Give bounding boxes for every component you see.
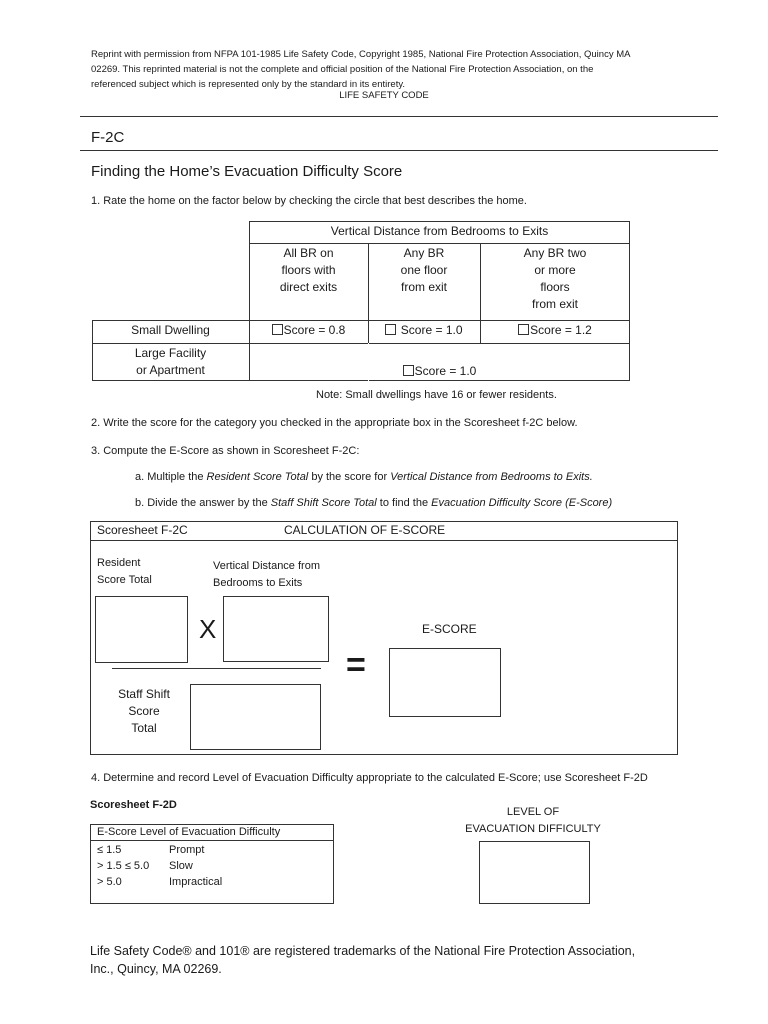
step-4: 4. Determine and record Level of Evacuat… (91, 772, 648, 784)
score-option-1-0-large[interactable]: Score = 1.0 (249, 363, 630, 380)
equals-sign: = (346, 646, 366, 684)
resident-score-label: Resident Score Total (97, 557, 152, 586)
page-title: Finding the Home’s Evacuation Difficulty… (91, 163, 403, 180)
vertical-distance-input[interactable] (223, 596, 329, 662)
score-option-0-8[interactable]: Score = 0.8 (249, 322, 368, 339)
step-2: 2. Write the score for the category you … (91, 417, 578, 429)
vertical-distance-label: Vertical Distance from Bedrooms to Exits (213, 560, 320, 589)
code-title: LIFE SAFETY CODE (339, 90, 429, 101)
scoresheet-f2d-name: Scoresheet F-2D (90, 799, 177, 811)
staff-shift-input[interactable] (190, 684, 321, 750)
level-of-evacuation-label: LEVEL OF EVACUATION DIFFICULTY (465, 806, 601, 835)
top-rule (80, 116, 718, 117)
col-header-direct-exits: All BR on floors with direct exits (279, 246, 338, 294)
resident-score-input[interactable] (95, 596, 188, 663)
rating-table-body (92, 320, 630, 381)
row-label-small-dwelling: Small Dwelling (131, 323, 210, 337)
table-note: Note: Small dwellings have 16 or fewer r… (316, 389, 557, 401)
f2d-header: E-Score Level of Evacuation Difficulty (97, 826, 281, 838)
trademark-footer: Life Safety Code® and 101® are registere… (90, 944, 636, 976)
checkbox[interactable] (271, 324, 283, 335)
checkbox[interactable] (518, 324, 530, 335)
scoresheet-f2d-table (90, 824, 334, 904)
scoresheet-f2c-name: Scoresheet F-2C (97, 523, 188, 537)
section-code: F-2C (91, 129, 125, 146)
scoresheet-f2c (90, 521, 678, 755)
escore-label: E-SCORE (422, 622, 477, 636)
row-label-large-facility: Large Facility or Apartment (134, 346, 207, 377)
score-option-1-0-small[interactable]: Score = 1.0 (368, 322, 480, 339)
checkbox[interactable] (385, 324, 397, 335)
col-header-one-floor: Any BR one floor from exit (400, 246, 448, 294)
table-group-header: Vertical Distance from Bedrooms to Exits (330, 224, 549, 238)
fraction-bar (112, 668, 321, 669)
scoresheet-f2c-heading: CALCULATION OF E-SCORE (284, 523, 446, 537)
score-option-1-2[interactable]: Score = 1.2 (480, 322, 630, 339)
section-rule (80, 150, 718, 151)
step-3: 3. Compute the E-Score as shown in Score… (91, 445, 360, 457)
escore-input[interactable] (389, 648, 501, 717)
reprint-line-1: Reprint with permission from NFPA 101-19… (91, 49, 631, 60)
reprint-notice: Reprint with permission from NFPA 101-19… (91, 47, 691, 92)
level-of-evacuation-input[interactable] (479, 841, 590, 904)
reprint-line-3: referenced subject which is represented … (91, 79, 406, 90)
step-3a: a. Multiple the Resident Score Total by … (135, 471, 593, 483)
staff-shift-label: Staff Shift Score Total (118, 687, 170, 735)
step-3b: b. Divide the answer by the Staff Shift … (135, 497, 613, 509)
col-header-two-floors: Any BR two or more floors from exit (523, 246, 587, 311)
step-1: 1. Rate the home on the factor below by … (91, 195, 527, 207)
reprint-line-2: 02269. This reprinted material is not th… (91, 64, 594, 75)
checkbox[interactable] (402, 365, 414, 376)
multiply-sign: X (199, 614, 217, 644)
